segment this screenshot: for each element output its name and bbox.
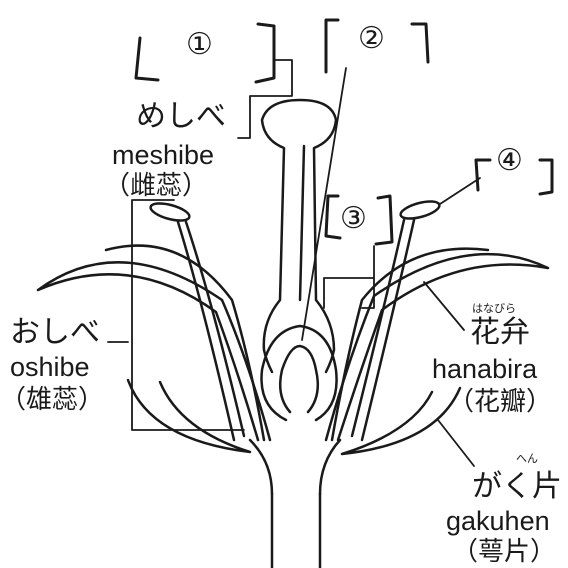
hanabira-ruby: はなびら bbox=[472, 304, 516, 315]
bracket-3-left bbox=[326, 196, 340, 238]
meshibe-romaji: meshibe bbox=[112, 142, 214, 169]
bracket-2-left bbox=[326, 20, 338, 72]
left-sepal bbox=[128, 380, 250, 452]
stem bbox=[272, 494, 320, 568]
leader-3 bbox=[324, 246, 374, 308]
leader-hanabira bbox=[424, 282, 464, 330]
oshibe-romaji: oshibe bbox=[10, 354, 90, 381]
marker-1: ① bbox=[186, 30, 213, 60]
marker-3: ③ bbox=[340, 204, 367, 234]
hanabira-label: 花弁 bbox=[470, 318, 530, 348]
meshibe-label: めしべ bbox=[136, 102, 226, 132]
receptacle bbox=[250, 440, 340, 494]
meshibe-kanji: （雌蕊） bbox=[104, 172, 208, 198]
marker-4: ④ bbox=[496, 146, 523, 176]
oshibe-label: おしべ bbox=[10, 318, 100, 348]
bracket-4-left bbox=[476, 160, 490, 190]
left-anther bbox=[149, 200, 191, 224]
bracket-2-right bbox=[412, 24, 428, 62]
bracket-1-right bbox=[256, 24, 274, 82]
bracket-4-right bbox=[540, 160, 552, 194]
right-anther bbox=[399, 198, 441, 222]
leader-4 bbox=[440, 178, 480, 204]
pistil-inner bbox=[300, 146, 304, 300]
gakuhen-kanji: （萼片） bbox=[452, 538, 556, 564]
right-sepal bbox=[342, 388, 460, 454]
marker-2: ② bbox=[358, 24, 385, 54]
hanabira-romaji: hanabira bbox=[432, 356, 537, 383]
bracket-1-left bbox=[136, 38, 158, 80]
bracket-3-right bbox=[376, 196, 392, 244]
hanabira-kanji: （花瓣） bbox=[448, 388, 552, 414]
gakuhen-romaji: gakuhen bbox=[446, 508, 550, 535]
leader-meshibe bbox=[238, 60, 292, 138]
oshibe-kanji: （雄蕊） bbox=[0, 386, 104, 412]
leader-gakuhen bbox=[438, 420, 474, 466]
gakuhen-ruby: へん bbox=[516, 454, 538, 465]
gakuhen-label: がく片 bbox=[472, 472, 562, 502]
